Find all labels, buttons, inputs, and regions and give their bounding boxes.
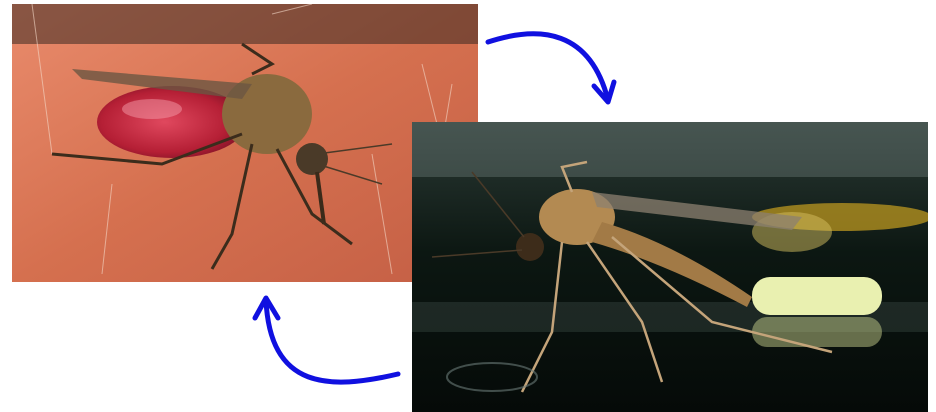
mosquito-feeding-photo bbox=[12, 4, 478, 282]
mosquito-head bbox=[296, 143, 328, 175]
mosquito-egg-laying-photo bbox=[412, 122, 928, 412]
arrow-feeding-to-laying bbox=[488, 34, 608, 100]
arrow-head-1 bbox=[594, 82, 614, 102]
arrow-head-2 bbox=[255, 298, 278, 318]
arrow-laying-to-feeding bbox=[266, 300, 398, 382]
egg-raft bbox=[752, 277, 882, 315]
mosquito-head bbox=[516, 233, 544, 261]
